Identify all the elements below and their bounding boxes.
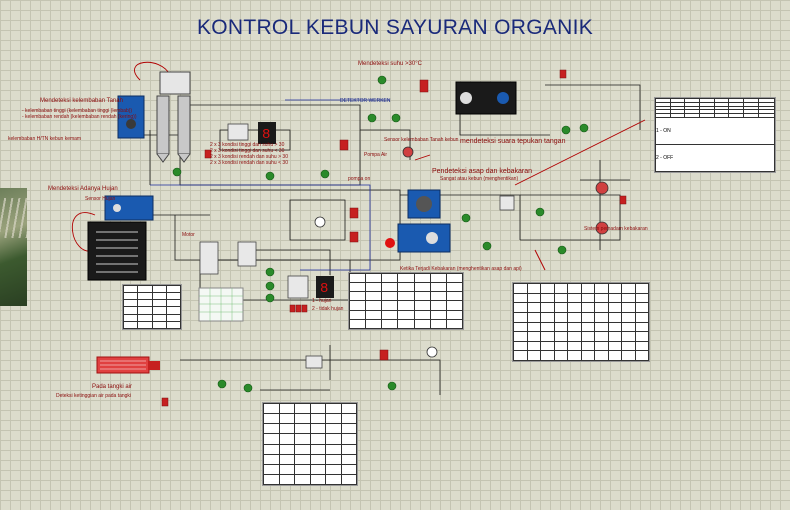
temp-list-1: 2 x 3 kondisi tinggi dan suhu > 30 <box>210 142 285 148</box>
smoke-title: Pendeteksi asap dan kebakaran <box>432 168 533 175</box>
water-sub: Deteksi ketinggian air pada tangki <box>56 393 132 399</box>
smoke-sub: Sangat atau kebun (menghentikan) <box>440 176 519 182</box>
svg-text:8: 8 <box>262 127 270 143</box>
truth-table-rain <box>122 284 182 330</box>
sound-title: mendeteksi suara tepukan tangan <box>460 138 566 145</box>
rain-sub: Sensor Hujan <box>85 196 116 202</box>
ic-chips <box>199 123 515 369</box>
rain-plate <box>87 221 147 281</box>
truth-table-water <box>262 402 358 486</box>
page-title: KONTROL KEBUN SAYURAN ORGANIK <box>196 16 594 39</box>
wiring-red <box>72 61 646 252</box>
counter-1: 1 - hujan <box>312 298 332 304</box>
smoke-note: Ketika Terjadi Kebakaran (menghentikan a… <box>400 266 522 272</box>
rain-title: Mendeteksi Adanya Hujan <box>48 186 118 192</box>
water-level-sensor <box>96 356 160 374</box>
pompa-on: pompa on <box>348 176 371 182</box>
pompa-label: Pompa Air <box>364 152 388 158</box>
alarm-label: Sistem pemadam kebakaran <box>584 226 648 232</box>
wiring-blue <box>150 99 390 271</box>
temp-list-3: 2 x 3 kondisi rendah dan suhu > 30 <box>210 154 288 160</box>
sensor-hint: Sensor kelembaban Tanah kebun <box>384 137 459 143</box>
soil-moisture-probe <box>156 71 191 163</box>
truth-row-1: 1 - ON <box>655 117 775 146</box>
lamp-indicators <box>314 146 609 358</box>
sound-sensor-module <box>455 81 517 115</box>
rain-module <box>104 195 154 221</box>
truth-table-smoke <box>348 272 464 330</box>
svg-text:8: 8 <box>320 281 328 297</box>
seven-segment-displays: 8 8 <box>258 122 334 298</box>
greenhouse-photo <box>0 188 27 306</box>
moisture-title: Mendeteksi kelembaban Tanah <box>40 98 123 104</box>
water-title: Pada tangki air <box>92 384 133 390</box>
moisture-line2: - kelembaban rendah (kelembaban rendah (… <box>22 114 137 120</box>
green-components <box>172 75 589 393</box>
temp-title: Mendeteksi suhu >30°C <box>358 61 422 67</box>
temp-list-4: 2 x 3 kondisi rendah dan suhu < 30 <box>210 160 288 166</box>
moisture-module <box>117 95 145 139</box>
temp-side: DETEKTOR WERKEN <box>340 98 391 104</box>
truth-row-2: 2 - OFF <box>655 144 775 172</box>
flame-sensor-module <box>385 223 451 253</box>
truth-table-fire <box>512 282 650 362</box>
moisture-line1: - kelembaban tinggi (kelembaban tinggi (… <box>22 108 133 114</box>
red-components <box>161 69 627 407</box>
mini-waveform-panel <box>198 287 244 322</box>
moisture-side: kelembaban H/TN kebun kemam <box>8 136 82 142</box>
smoke-sensor-module <box>407 189 441 219</box>
arrow-line <box>534 249 546 271</box>
counter-2: 2 - tidak hujan <box>312 306 344 312</box>
motor-label: Motor <box>182 232 195 238</box>
truth-table-top: 1 - ON 2 - OFF <box>654 97 776 173</box>
temp-list-2: 2 x 3 kondisi tinggi dan suhu < 30 <box>210 148 285 154</box>
wiring-network <box>120 84 641 395</box>
